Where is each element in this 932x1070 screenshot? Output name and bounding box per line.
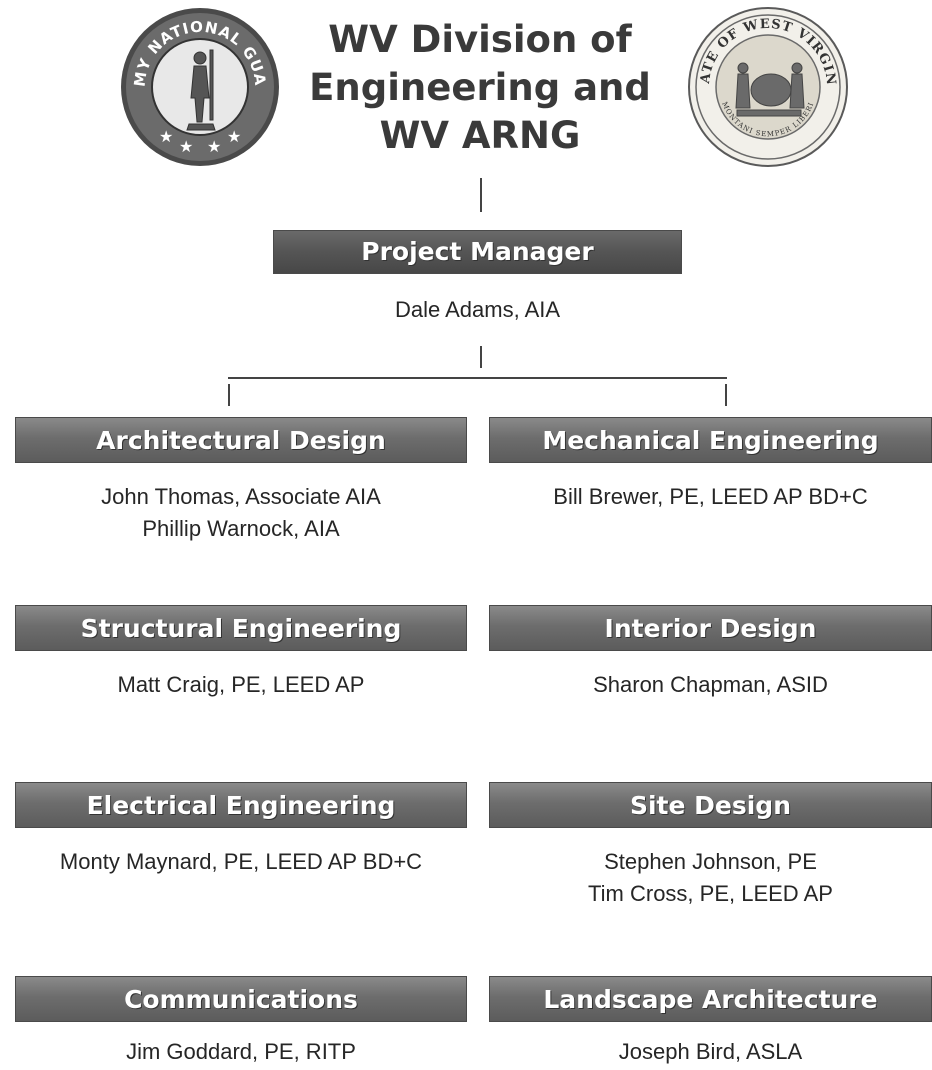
team-member: Tim Cross, PE, LEED AP [588, 881, 833, 906]
connector-right-branch [725, 384, 727, 406]
connector-horizontal [228, 377, 727, 379]
title-line-1: WV Division of [328, 18, 632, 61]
connector-left-branch [228, 384, 230, 406]
interior-design-header: Interior Design [489, 605, 932, 651]
electrical-engineering-team: Monty Maynard, PE, LEED AP BD+C [15, 846, 467, 878]
communications-label: Communications [124, 985, 358, 1014]
title-line-3: WV ARNG [379, 114, 581, 157]
site-design-header: Site Design [489, 782, 932, 828]
architectural-design-team: John Thomas, Associate AIA Phillip Warno… [15, 481, 467, 545]
team-member: Sharon Chapman, ASID [593, 672, 828, 697]
architectural-design-header: Architectural Design [15, 417, 467, 463]
mechanical-engineering-header: Mechanical Engineering [489, 417, 932, 463]
svg-text:★: ★ [207, 137, 221, 156]
project-manager-header: Project Manager [273, 230, 682, 274]
team-member: Monty Maynard, PE, LEED AP BD+C [59, 849, 423, 874]
svg-text:★: ★ [179, 137, 193, 156]
team-member: Stephen Johnson, PE [604, 849, 817, 874]
mechanical-engineering-team: Bill Brewer, PE, LEED AP BD+C [489, 481, 932, 513]
west-virginia-state-seal: STATE OF WEST VIRGINIA MONTANI SEMPER LI… [687, 6, 848, 167]
electrical-engineering-label: Electrical Engineering [86, 791, 396, 820]
connector-title-to-pm [480, 178, 482, 212]
team-member: Phillip Warnock, AIA [142, 516, 340, 541]
svg-text:★: ★ [227, 127, 241, 146]
landscape-architecture-header: Landscape Architecture [489, 976, 932, 1022]
team-member: Joseph Bird, ASLA [618, 1039, 803, 1064]
svg-text:★: ★ [159, 127, 173, 146]
site-design-label: Site Design [629, 791, 792, 820]
communications-header: Communications [15, 976, 467, 1022]
interior-design-label: Interior Design [604, 614, 817, 643]
electrical-engineering-header: Electrical Engineering [15, 782, 467, 828]
communications-team: Jim Goddard, PE, RITP [15, 1036, 467, 1068]
org-chart-title: WV Division of Engineering and WV ARNG [290, 16, 670, 160]
landscape-architecture-label: Landscape Architecture [543, 985, 878, 1014]
team-member: Jim Goddard, PE, RITP [126, 1039, 356, 1064]
site-design-team: Stephen Johnson, PE Tim Cross, PE, LEED … [489, 846, 932, 910]
structural-engineering-label: Structural Engineering [80, 614, 402, 643]
project-manager-person: Dale Adams, AIA [394, 297, 561, 322]
structural-engineering-team: Matt Craig, PE, LEED AP [15, 669, 467, 701]
team-member: John Thomas, Associate AIA [101, 484, 381, 509]
structural-engineering-header: Structural Engineering [15, 605, 467, 651]
architectural-design-label: Architectural Design [96, 426, 386, 455]
project-manager-label: Project Manager [361, 237, 594, 266]
landscape-architecture-team: Joseph Bird, ASLA [489, 1036, 932, 1068]
project-manager-name: Dale Adams, AIA [273, 294, 682, 326]
team-member: Bill Brewer, PE, LEED AP BD+C [553, 484, 868, 509]
title-line-2: Engineering and [309, 66, 651, 109]
interior-design-team: Sharon Chapman, ASID [489, 669, 932, 701]
mechanical-engineering-label: Mechanical Engineering [542, 426, 879, 455]
army-national-guard-seal: ARMY NATIONAL GUARD ★ ★ ★ ★ [119, 6, 279, 166]
team-member: Matt Craig, PE, LEED AP [117, 672, 365, 697]
connector-pm-down [480, 346, 482, 368]
